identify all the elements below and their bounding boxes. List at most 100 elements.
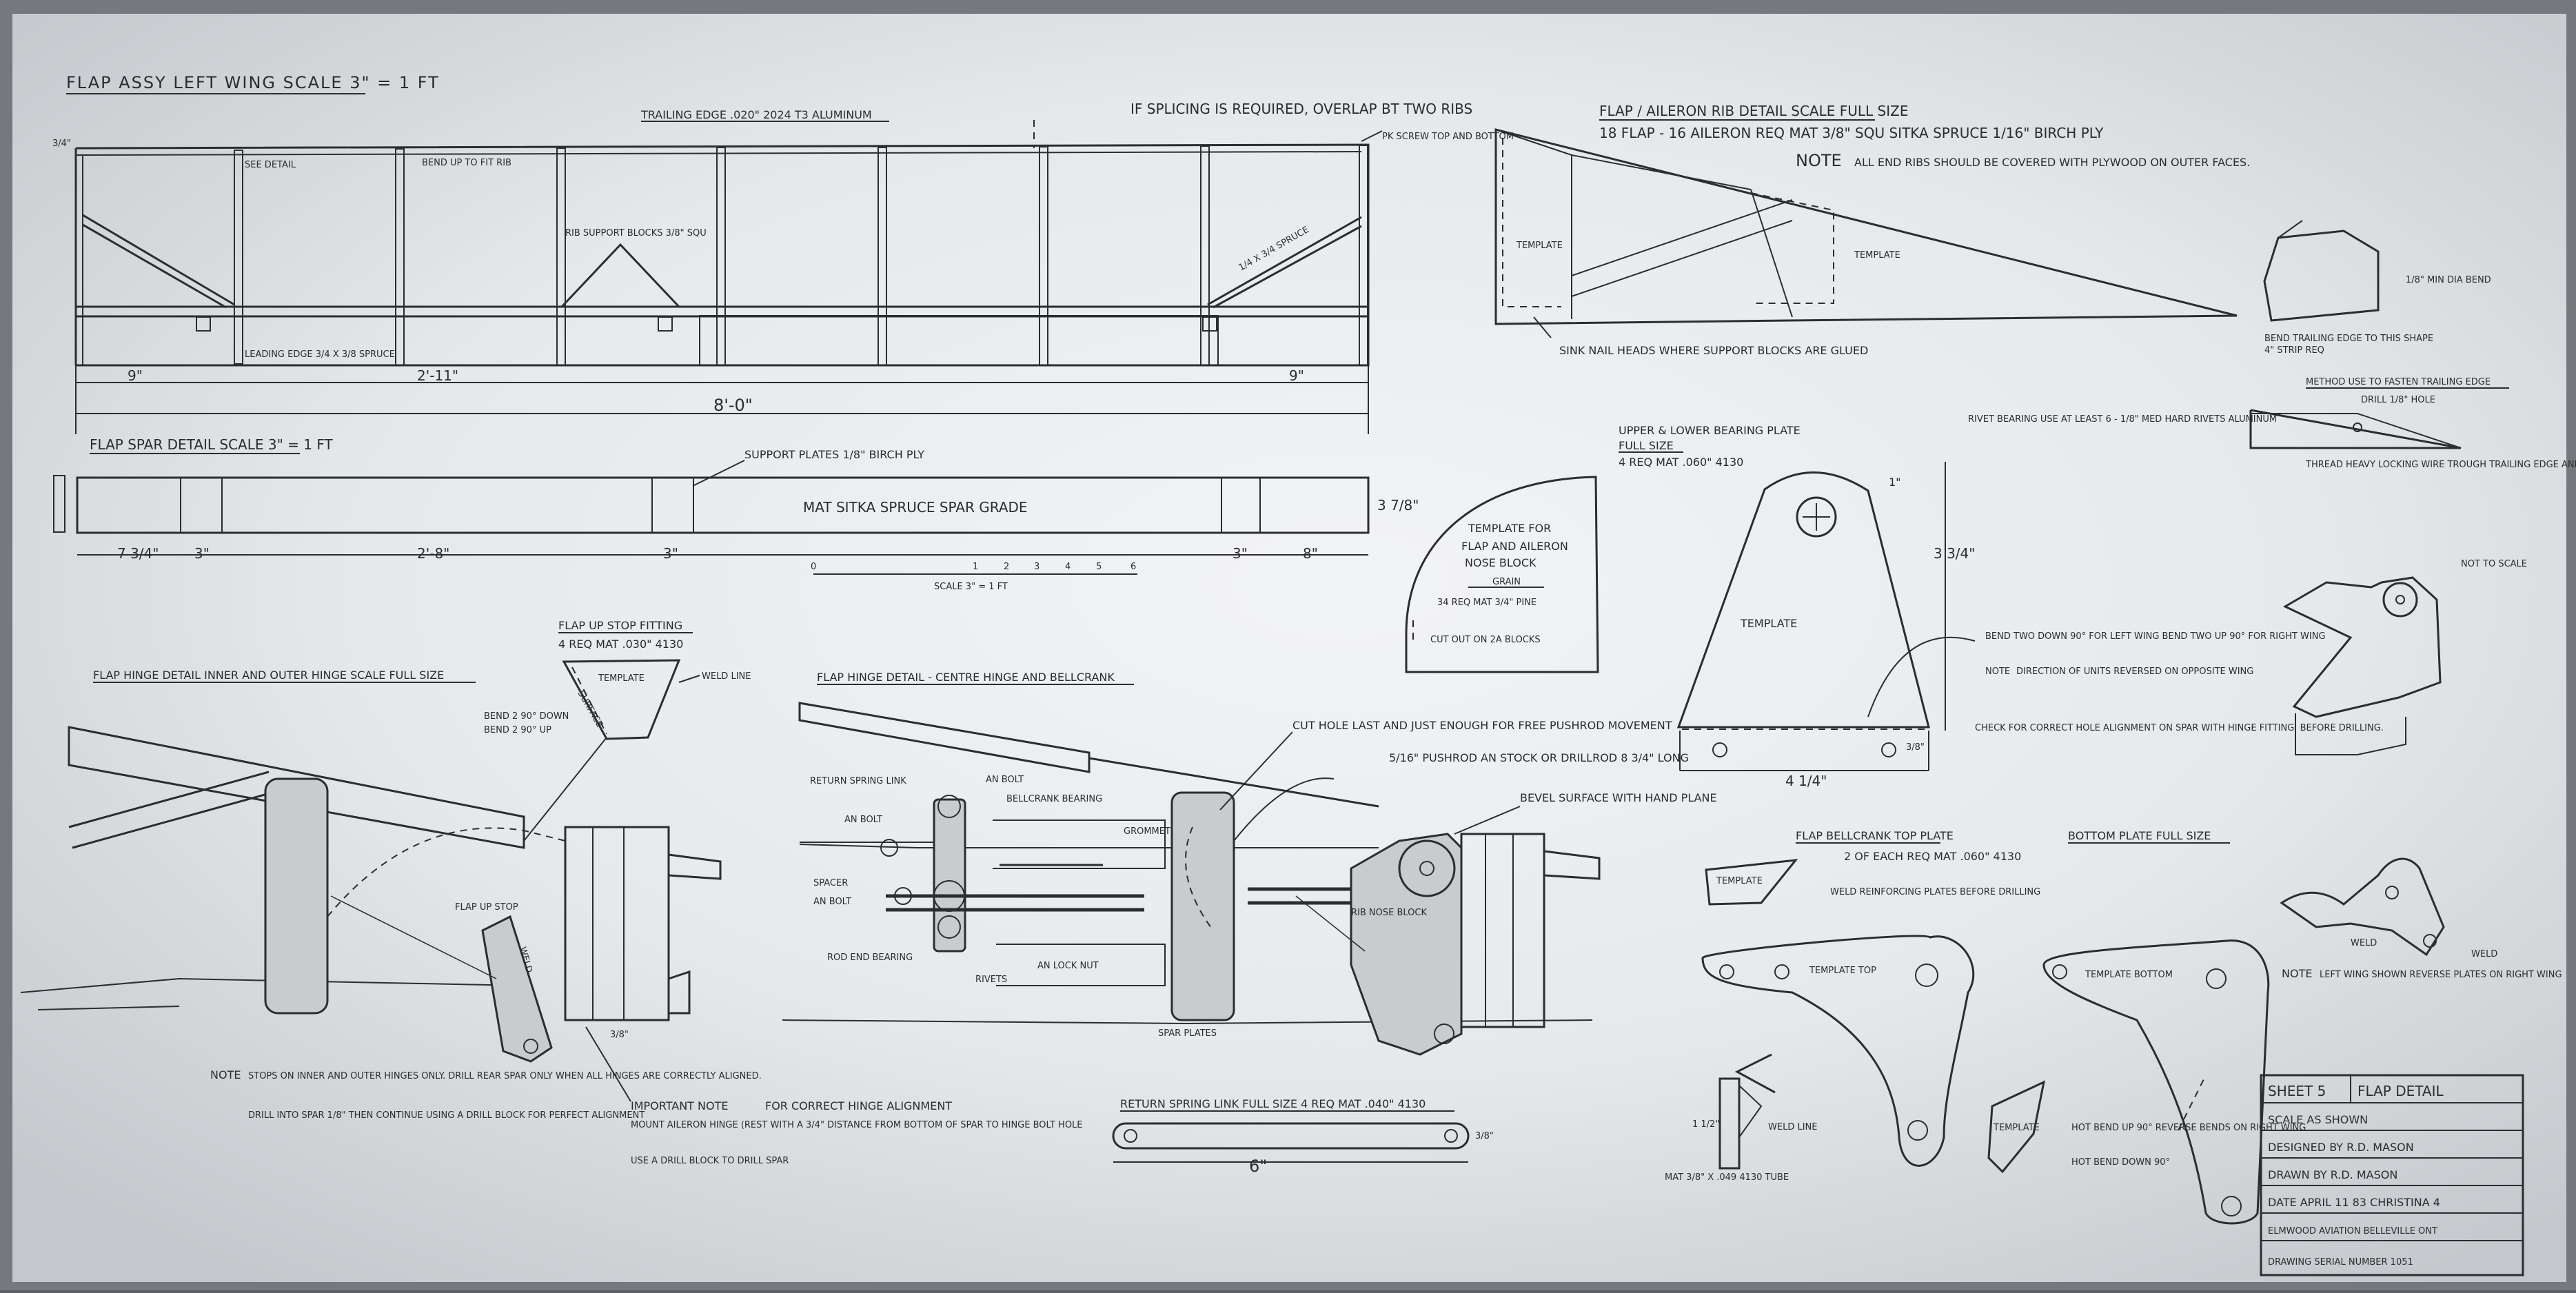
method-title: METHOD USE TO FASTEN TRAILING EDGE: [2306, 377, 2491, 387]
an-bolt-b: AN BOLT: [986, 775, 1024, 785]
bottom-plate-title: BOTTOM PLATE FULL SIZE: [2068, 829, 2211, 842]
bearing-note-text: DIRECTION OF UNITS REVERSED ON OPPOSITE …: [2016, 666, 2253, 677]
dim-left: 9": [128, 367, 143, 384]
perspective-note-label: NOTE: [2282, 967, 2312, 980]
bearing-plate-outline: [1676, 471, 1930, 729]
drawing-number: DRAWING SERIAL NUMBER 1051: [2268, 1257, 2413, 1267]
nose-line-2: FLAP AND AILERON: [1461, 540, 1568, 553]
sink-nail-note: SINK NAIL HEADS WHERE SUPPORT BLOCKS ARE…: [1559, 344, 1868, 357]
outer-hinge-block: [264, 777, 329, 1015]
nose-req: 34 REQ MAT 3/4" PINE: [1437, 598, 1537, 608]
trailing-edge-label: TRAILING EDGE .020" 2024 T3 ALUMINUM: [640, 108, 872, 121]
stops-note-label: NOTE: [210, 1068, 241, 1081]
outer-hinge-title: FLAP HINGE DETAIL INNER AND OUTER HINGE …: [93, 669, 444, 682]
rib-template-right: TEMPLATE: [1854, 250, 1900, 261]
dim-total: 8'-0": [713, 396, 753, 415]
stops-note-text: STOPS ON INNER AND OUTER HINGES ONLY. DR…: [248, 1071, 762, 1081]
spar-dim-5: 3": [1233, 545, 1248, 562]
scale-field: SCALE AS SHOWN: [2268, 1113, 2368, 1126]
rib-note-text: ALL END RIBS SHOULD BE COVERED WITH PLYW…: [1854, 156, 2250, 169]
upstop-template: TEMPLATE: [598, 673, 645, 684]
centre-hinge-title: FLAP HINGE DETAIL - CENTRE HINGE AND BEL…: [817, 671, 1115, 684]
upstop-outline: [562, 659, 681, 740]
bottom-notes: NOTE STOPS ON INNER AND OUTER HINGES ONL…: [210, 1026, 1083, 1166]
scale-tick-4: 4: [1065, 562, 1071, 572]
scale-tick-3: 3: [1034, 562, 1039, 572]
centre-hinge-drawing: FLAP HINGE DETAIL - CENTRE HINGE AND BEL…: [782, 671, 1717, 1056]
bearing-plate-drawing: UPPER & LOWER BEARING PLATE FULL SIZE 4 …: [1619, 414, 2384, 789]
spar-plate-2: [651, 477, 694, 533]
spar-detail-drawing: FLAP SPAR DETAIL SCALE 3" = 1 ft SUPPORT…: [53, 436, 1419, 592]
spring-link-dim-h: 3/8": [1475, 1131, 1494, 1141]
spar-plate-1: [180, 477, 223, 533]
spar-height: 3 7/8": [1377, 497, 1419, 513]
not-to-scale: NOT TO SCALE: [2461, 559, 2527, 569]
fasten-detail: [2249, 409, 2462, 449]
check-alignment: CHECK FOR CORRECT HOLE ALIGNMENT ON SPAR…: [1975, 723, 2384, 733]
bend-direction: BEND TWO DOWN 90° FOR LEFT WING BEND TWO…: [1985, 631, 2326, 642]
bearing-scale: FULL SIZE: [1619, 439, 1674, 452]
spar-dim-2: 3": [194, 545, 210, 562]
important-note-label: IMPORTANT NOTE: [631, 1099, 728, 1112]
graphic-scale-label: SCALE 3" = 1 ft: [934, 582, 1008, 592]
spacer-label: SPACER: [813, 878, 848, 888]
bellcrank-bearing-label: BELLCRANK BEARING: [1006, 794, 1102, 804]
thread-wire-label: THREAD HEAVY LOCKING WIRE TROUGH TRAILIN…: [2305, 460, 2576, 470]
upstop-title: FLAP UP STOP FITTING: [558, 619, 682, 632]
nose-cut-out: CUT OUT ON 2A BLOCKS: [1430, 635, 1541, 645]
title-block: SHEET 5 FLAP DETAIL SCALE AS SHOWN DESIG…: [2260, 1074, 2524, 1276]
nose-line-3: NOSE BLOCK: [1465, 556, 1537, 569]
scale-tick-0: 0: [811, 562, 816, 572]
rib-note-label: NOTE: [1796, 151, 1842, 170]
bottom-plate-outline: [2042, 939, 2270, 1225]
pushrod-line: [886, 894, 1144, 912]
bellcrank-stack: [933, 798, 966, 953]
hinge-perspective-1: [2282, 576, 2442, 718]
rib-nose-block-label: RIB NOSE BLOCK: [1351, 908, 1427, 918]
lock-nut-label: AN LOCK NUT: [1037, 961, 1099, 971]
scale-tick-5: 5: [1096, 562, 1102, 572]
small-template-label: TEMPLATE: [1993, 1123, 2040, 1133]
weld-plate-template-label: TEMPLATE: [1716, 876, 1763, 886]
perspective-sketches: NOT TO SCALE WELD WELD NOTE LEFT WING SH…: [2280, 559, 2562, 980]
hot-bend-down: HOT BEND DOWN 90°: [2071, 1157, 2170, 1168]
trailing-bend-drawing: 1/8" MIN DIA BEND BEND TRAILING EDGE TO …: [2249, 220, 2576, 470]
bellcrank-title: FLAP BELLCRANK TOP PLATE: [1796, 829, 1954, 842]
hinge-arm: [481, 915, 553, 1063]
grommet-label: GROMMET: [1124, 826, 1170, 837]
spar-section: [564, 826, 670, 1021]
bellcrank-top-plate: FLAP BELLCRANK TOP PLATE 2 OF EACH REQ M…: [1665, 829, 2046, 1183]
spar-plate-3: [1221, 477, 1261, 533]
scale-tick-1: 1: [973, 562, 978, 572]
upstop-bend-up: BEND 2 90° UP: [484, 725, 551, 735]
weld-plates-note: WELD REINFORCING PLATES BEFORE DRILLING: [1830, 887, 2040, 897]
drill-block-note: USE A DRILL BLOCK TO DRILL SPAR: [631, 1156, 789, 1166]
bottom-template-label: TEMPLATE BOTTOM: [2085, 970, 2173, 980]
bearing-dim-height: 3 3/4": [1934, 545, 1975, 562]
tube-height-dim: 1 1/2": [1692, 1119, 1719, 1130]
upstop-bend-down: BEND 2 90° DOWN: [484, 711, 569, 722]
drill-label: DRILL 1/8" HOLE: [2361, 395, 2435, 405]
designed-by: DESIGNED BY R.D. MASON: [2268, 1141, 2414, 1154]
rivets-label: RIVETS: [975, 975, 1007, 985]
weld-plate-template: [1705, 859, 1798, 906]
bearing-dim-width: 4 1/4": [1785, 773, 1827, 789]
perspective-weld: WELD: [2351, 938, 2377, 948]
tube-section: [1718, 1077, 1741, 1170]
flap-section: [68, 726, 525, 849]
drill-spar-note: DRILL INTO SPAR 1/8" THEN CONTINUE USING…: [248, 1110, 645, 1121]
cut-hole-note: CUT HOLE LAST AND JUST ENOUGH FOR FREE P…: [1292, 719, 1672, 732]
upstop-weld-line: WELD LINE: [702, 671, 751, 682]
nose-block-template: TEMPLATE FOR FLAP AND AILERON NOSE BLOCK…: [1405, 476, 1599, 673]
height-dim: 3/4": [52, 139, 71, 149]
strip-label: 4" STRIP REQ: [2264, 345, 2324, 356]
bearing-title: UPPER & LOWER BEARING PLATE: [1619, 424, 1801, 437]
spar-body: [76, 476, 1370, 534]
wing-assembly-title: FLAP ASSY LEFT WING SCALE 3" = 1 ft: [66, 73, 440, 92]
perspective-weld-2: WELD: [2471, 949, 2497, 959]
rib-req: 18 FLAP - 16 AILERON REQ MAT 3/8" SQU SI…: [1599, 125, 2104, 141]
outer-dim: 3/8": [610, 1030, 629, 1040]
spar-title: FLAP SPAR DETAIL SCALE 3" = 1 ft: [90, 436, 334, 453]
weld-line-label: WELD LINE: [1768, 1122, 1817, 1132]
